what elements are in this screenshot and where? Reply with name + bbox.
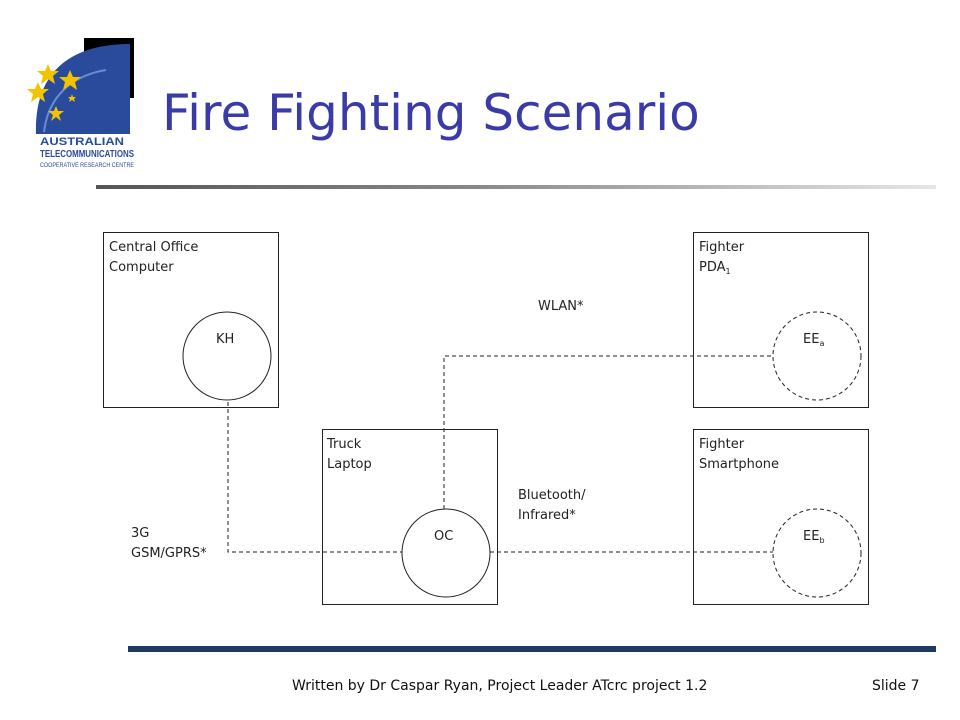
node-central-office: Central Office Computer KH xyxy=(103,232,279,408)
component-circle-dashed xyxy=(772,508,862,598)
logo-text-telecommunications: TELECOMMUNICATIONS xyxy=(40,149,134,160)
node-fighter-pda: Fighter PDA1 EEa xyxy=(693,232,869,408)
node-box xyxy=(693,429,869,605)
slide-title: Fire Fighting Scenario xyxy=(162,84,700,142)
node-fighter-smartphone: Fighter Smartphone EEb xyxy=(693,429,869,605)
link-label-wlan: WLAN* xyxy=(538,299,584,314)
component-circle xyxy=(401,508,491,598)
node-label-line2: Laptop xyxy=(327,457,372,472)
node-label-line2: Computer xyxy=(109,260,174,275)
component-label-oc: OC xyxy=(434,529,453,544)
component-circle-dashed xyxy=(772,311,862,401)
component-label-ee-a: EEa xyxy=(803,332,824,348)
node-label-line2: Smartphone xyxy=(699,457,779,472)
node-truck-laptop: Truck Laptop OC xyxy=(322,429,498,605)
node-label-line1: Fighter xyxy=(699,240,745,255)
link-label-gsm: GSM/GPRS* xyxy=(131,546,207,561)
component-label-kh: KH xyxy=(216,332,234,347)
connection-cellular xyxy=(227,402,402,553)
node-label-line1: Truck xyxy=(326,437,362,452)
star-icon xyxy=(27,82,49,102)
node-label-line1: Central Office xyxy=(109,240,198,255)
star-icon xyxy=(37,64,59,84)
slide-footer: Written by Dr Caspar Ryan, Project Leade… xyxy=(0,678,920,698)
title-divider xyxy=(96,185,936,189)
footer-credit: Written by Dr Caspar Ryan, Project Leade… xyxy=(292,678,708,694)
footer-divider xyxy=(128,646,936,652)
link-label-3g: 3G xyxy=(131,526,149,541)
link-label-infrared: Infrared* xyxy=(518,508,576,523)
node-box xyxy=(693,232,869,408)
node-label-line2: PDA1 xyxy=(699,260,731,276)
logo-text-crc: COOPERATIVE RESEARCH CENTRE xyxy=(40,163,134,169)
star-icon xyxy=(59,70,81,90)
node-label-line1: Fighter xyxy=(699,437,745,452)
slide-number: Slide 7 xyxy=(872,678,920,694)
component-circle xyxy=(182,311,272,401)
logo-arc xyxy=(43,69,107,133)
star-icon xyxy=(48,106,64,121)
link-label-bluetooth: Bluetooth/ xyxy=(518,488,586,503)
node-box xyxy=(322,429,498,605)
node-box xyxy=(103,232,279,408)
star-icon xyxy=(68,94,76,102)
atcrc-logo: AUSTRALIAN TELECOMMUNICATIONS COOPERATIV… xyxy=(27,38,134,169)
component-label-ee-b: EEb xyxy=(803,529,825,545)
logo-text-australian: AUSTRALIAN xyxy=(40,136,124,148)
connection-wlan xyxy=(443,355,776,516)
